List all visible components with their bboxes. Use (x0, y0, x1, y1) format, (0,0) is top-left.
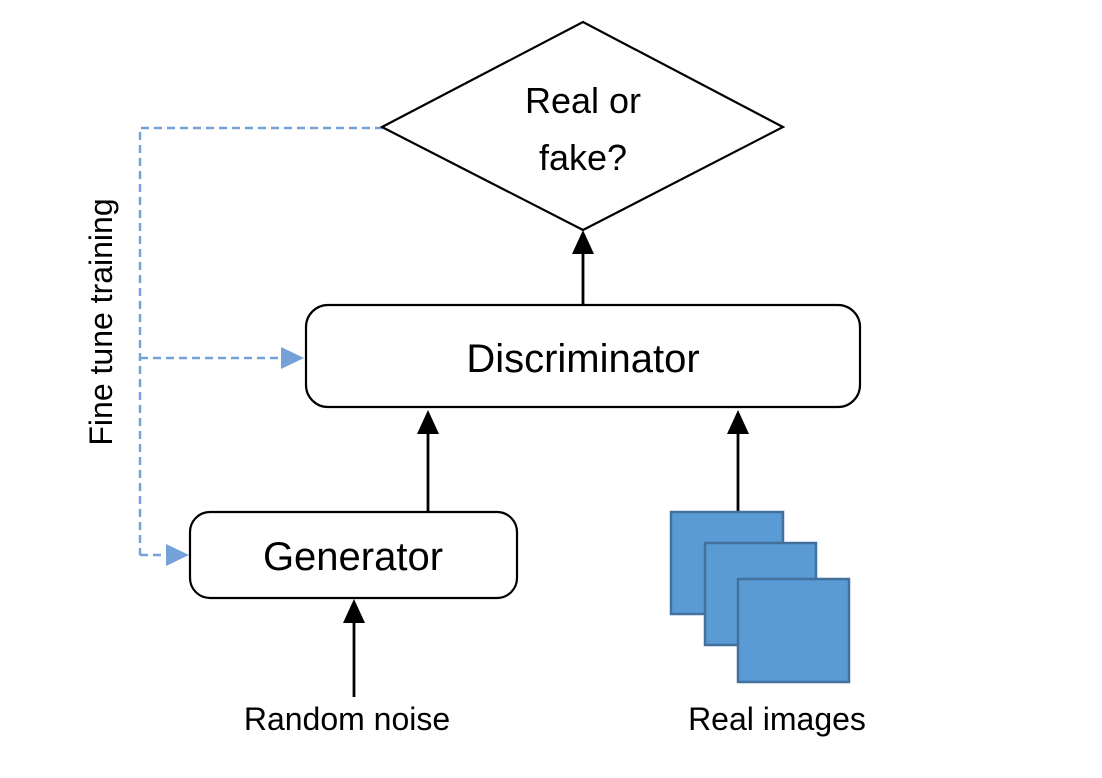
arrowhead-up-icon (572, 230, 594, 254)
arrow-discriminator-to-decision (572, 230, 594, 304)
decision-label-line2: fake? (539, 137, 627, 178)
arrow-generator-to-discriminator (417, 410, 439, 511)
feedback-main-path (138, 126, 383, 555)
generator-box (188, 510, 519, 600)
feedback-arrowhead-discriminator-icon (281, 347, 304, 369)
discriminator-box (304, 303, 862, 409)
arrowhead-up-icon (417, 410, 439, 434)
image-stack-square-front (736, 577, 851, 684)
arrowhead-up-icon (727, 410, 749, 434)
feedback-arrowhead-generator-icon (166, 544, 189, 566)
feedback-label: Fine tune training (83, 198, 119, 445)
decision-label-line1: Real or (525, 80, 641, 121)
image-stack-icon (669, 510, 851, 684)
arrowhead-up-icon (343, 599, 365, 623)
arrow-noise-to-generator (343, 599, 365, 697)
real-images-label: Real images (688, 701, 866, 737)
decision-diamond (379, 20, 786, 232)
feedback-line (138, 126, 383, 566)
arrow-images-to-discriminator (727, 410, 749, 511)
discriminator-label: Discriminator (466, 337, 699, 381)
generator-label: Generator (263, 535, 443, 579)
random-noise-label: Random noise (244, 701, 450, 737)
